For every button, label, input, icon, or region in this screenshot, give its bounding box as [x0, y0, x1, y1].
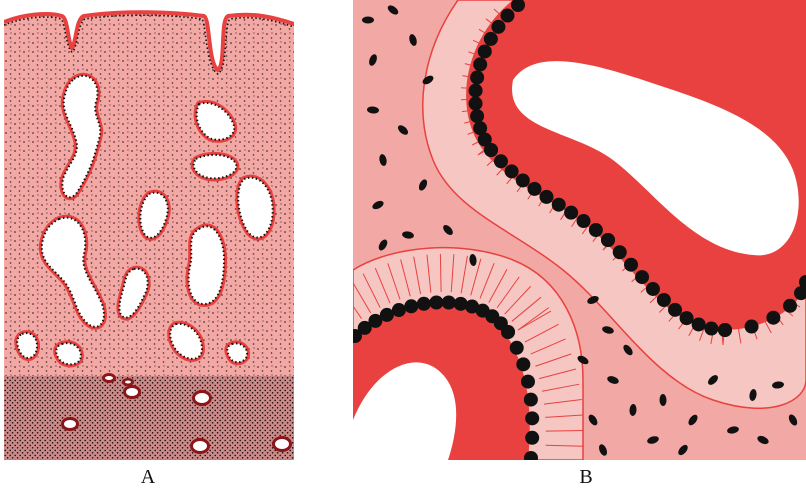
nucleus [501, 325, 515, 339]
nucleus [380, 308, 394, 322]
nucleus [470, 109, 484, 123]
nucleus [745, 320, 759, 334]
nucleus [505, 164, 519, 178]
basal-gland-lumen [125, 381, 131, 384]
nucleus [516, 357, 530, 371]
nucleus [704, 322, 718, 336]
nucleus [392, 303, 406, 317]
nucleus [783, 299, 797, 313]
nucleus [484, 143, 498, 157]
gland-lumen [17, 333, 37, 358]
nucleus [635, 270, 649, 284]
nucleus [470, 71, 484, 85]
nucleus [601, 233, 615, 247]
nucleus [692, 317, 706, 331]
nucleus [527, 182, 541, 196]
nucleus [589, 223, 603, 237]
panel-label-b: B [566, 466, 606, 489]
panel-a-low-power-view [4, 4, 294, 460]
cell-border [546, 431, 584, 432]
nucleus [484, 32, 498, 46]
nucleus [718, 323, 732, 337]
nucleus [500, 8, 514, 22]
basal-layer [4, 376, 294, 460]
nucleus [524, 393, 538, 407]
nucleus [429, 296, 443, 310]
basal-gland-lumen [193, 441, 207, 451]
basal-gland-lumen [64, 420, 76, 428]
stromal-nucleus [362, 17, 374, 24]
nucleus [540, 190, 554, 204]
panel-b-high-power-view [353, 0, 806, 460]
nucleus [525, 411, 539, 425]
nucleus [646, 282, 660, 296]
tissue-section-a [4, 4, 294, 460]
basal-gland-lumen [195, 393, 209, 403]
basal-gland-lumen [126, 388, 138, 396]
nucleus [473, 57, 487, 71]
nucleus [613, 245, 627, 259]
nucleus [577, 214, 591, 228]
nucleus [680, 311, 694, 325]
nucleus [404, 299, 418, 313]
tissue-section-b [353, 0, 806, 460]
basal-gland-lumen [105, 376, 113, 380]
basal-gland-lumen [275, 439, 289, 449]
nucleus [491, 20, 505, 34]
nucleus [510, 341, 524, 355]
nucleus [516, 173, 530, 187]
nucleus [552, 198, 566, 212]
nucleus [624, 258, 638, 272]
nucleus [417, 297, 431, 311]
panel-label-a: A [128, 466, 168, 489]
nucleus [521, 375, 535, 389]
nucleus [657, 293, 671, 307]
nucleus [469, 97, 483, 111]
nucleus [525, 431, 539, 445]
nucleus [442, 296, 456, 310]
nucleus [668, 303, 682, 317]
nucleus [564, 206, 578, 220]
nucleus [494, 154, 508, 168]
gland-lumen [189, 226, 224, 304]
nucleus [469, 84, 483, 98]
nucleus [766, 311, 780, 325]
nucleus [478, 44, 492, 58]
